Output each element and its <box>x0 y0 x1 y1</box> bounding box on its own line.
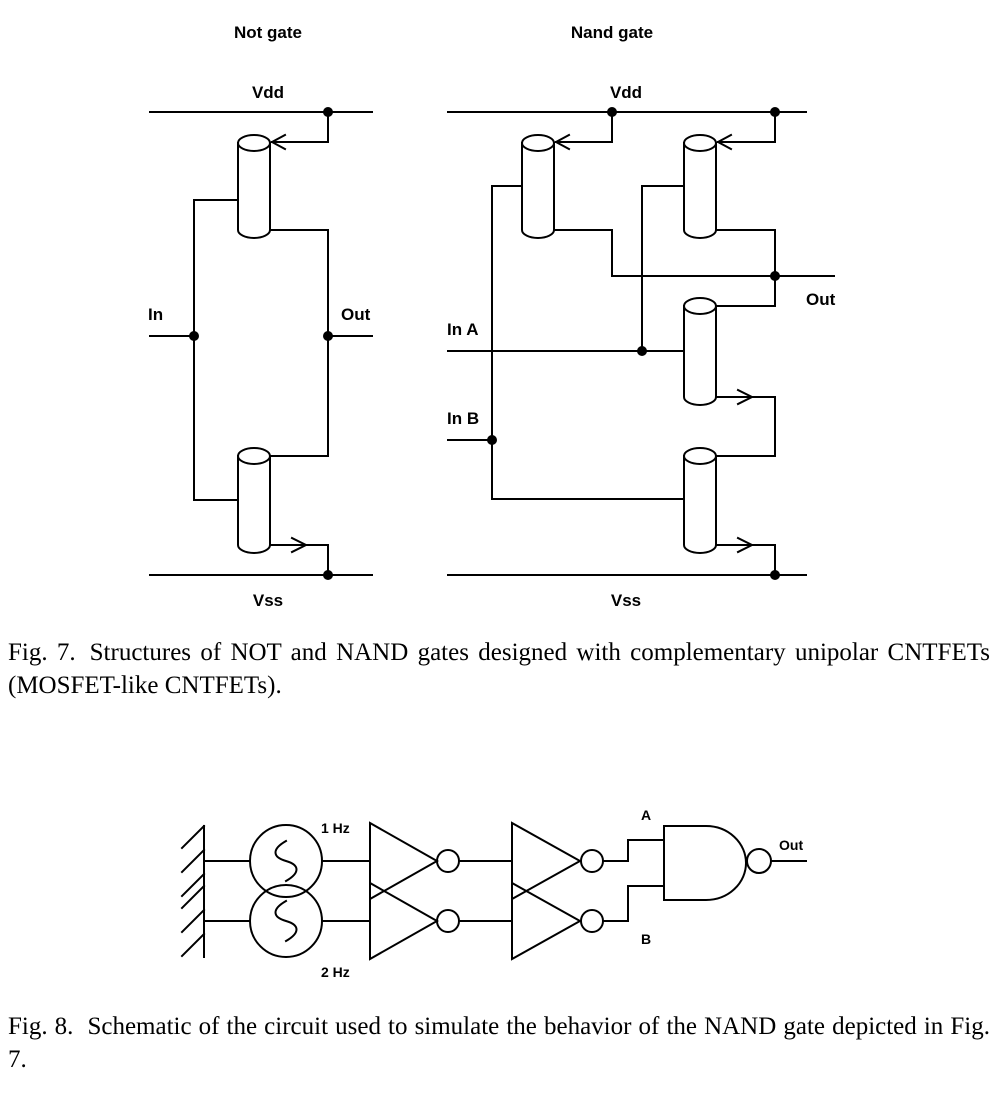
not-vss-label: Vss <box>253 591 283 610</box>
ac-source-bottom <box>249 884 323 958</box>
inverter-1a <box>369 821 460 901</box>
fig8-caption-text: Schematic of the circuit used to simulat… <box>8 1013 990 1073</box>
not-out-label: Out <box>341 305 371 324</box>
inverter-2a <box>369 881 460 961</box>
nand-gate-symbol <box>663 825 772 901</box>
nand-gate: Nand gate Vdd Vss In A In B Out <box>447 23 836 610</box>
freq-label-1hz: 1 Hz <box>321 820 350 836</box>
label-b: B <box>641 931 651 947</box>
not-gate: Not gate Vdd Vss In Out <box>148 23 373 610</box>
junction-dot <box>607 107 617 117</box>
junction-dot <box>323 107 333 117</box>
fig7-caption-text: Structures of NOT and NAND gates designe… <box>8 639 990 699</box>
junction-dot <box>323 331 333 341</box>
fig7-caption-number: Fig. 7. <box>8 639 76 666</box>
fig7-caption: Fig. 7.Structures of NOT and NAND gates … <box>8 636 990 702</box>
nand-in-a-label: In A <box>447 320 478 339</box>
nand-bottom-transistor <box>683 447 717 554</box>
fig7-diagram: Not gate Vdd Vss In Out <box>148 23 836 610</box>
junction-dot <box>637 346 647 356</box>
junction-dot <box>770 107 780 117</box>
junction-dot <box>189 331 199 341</box>
nand-in-b-label: In B <box>447 409 479 428</box>
nand-vdd-label: Vdd <box>610 83 642 102</box>
junction-dot <box>770 570 780 580</box>
freq-label-2hz: 2 Hz <box>321 964 350 980</box>
ground-symbol-bottom <box>180 884 206 958</box>
label-a: A <box>641 807 651 823</box>
nand-gate-title: Nand gate <box>571 23 653 42</box>
fig8-caption: Fig. 8.Schematic of the circuit used to … <box>8 1010 990 1076</box>
inverter-2b <box>511 881 604 961</box>
out-label: Out <box>779 837 803 853</box>
not-gate-title: Not gate <box>234 23 302 42</box>
inverter-1b <box>511 821 604 901</box>
not-in-label: In <box>148 305 163 324</box>
junction-dot <box>770 271 780 281</box>
nand-vss-label: Vss <box>611 591 641 610</box>
junction-dot <box>323 570 333 580</box>
ac-source-top <box>249 824 323 898</box>
ground-symbol-top <box>180 824 206 898</box>
nand-out-label: Out <box>806 290 836 309</box>
not-vdd-label: Vdd <box>252 83 284 102</box>
junction-dot <box>487 435 497 445</box>
fig8-caption-number: Fig. 8. <box>8 1013 74 1040</box>
